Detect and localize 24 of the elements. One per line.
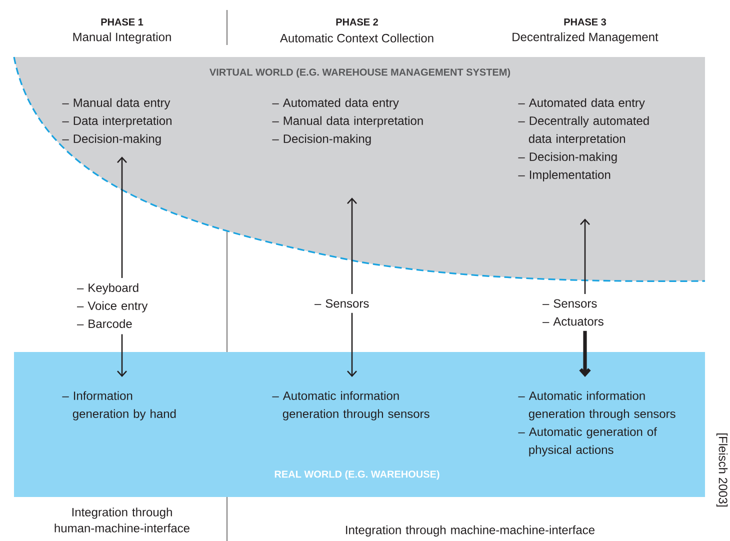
phase-title: Decentralized Management [512, 32, 658, 44]
bullet-list: – Automatic information generation through sensors – Automatic generation of physical actions [518, 391, 676, 456]
footer-text: Integration through machine-machine-interface [346, 525, 594, 537]
arrow [117, 334, 127, 377]
footer-text: Integration through human-machine-interface [54, 508, 190, 532]
arrow [117, 156, 127, 278]
bullet-list: – Automatic information generation through sensors [272, 391, 430, 420]
bullet-list: – Keyboard – Voice entry – Barcode [77, 283, 148, 328]
bullet-list: – Sensors [314, 299, 369, 308]
phase-heading: PHASE 1 [101, 18, 144, 26]
citation: [Fleisch 2003] [716, 434, 728, 506]
arrow [347, 198, 357, 294]
arrow [579, 330, 591, 377]
arrow [347, 312, 357, 377]
phase-heading: PHASE 2 [336, 18, 378, 26]
bullet-list: – Manual data entry – Data interpretation – Decision-making [62, 98, 172, 146]
arrow [580, 218, 590, 294]
phase-title: Manual Integration [73, 32, 171, 44]
bullet-list: – Sensors – Actuators [542, 299, 604, 326]
bullet-list: – Automated data entry – Decentrally automated data interpretation – Decision-making – Implementation [518, 98, 649, 182]
phase-heading: PHASE 3 [564, 18, 606, 26]
bullet-list: – Information generation by hand [62, 391, 176, 420]
bullet-list: – Automated data entry – Manual data interpretation – Decision-making [272, 98, 423, 146]
phase-title: Automatic Context Collection [280, 34, 434, 42]
